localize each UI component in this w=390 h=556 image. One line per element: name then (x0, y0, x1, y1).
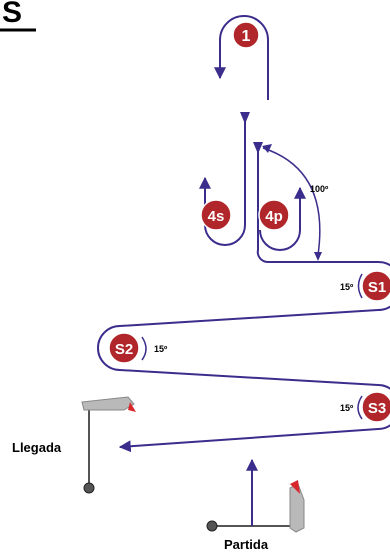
svg-text:4s: 4s (208, 208, 225, 225)
svg-text:S3: S3 (368, 400, 386, 417)
finish-buoy-icon (83, 482, 95, 494)
angle-arc-100 (262, 147, 321, 256)
leg-4p-up (259, 186, 306, 251)
title-fragment: S (2, 0, 22, 29)
finish-line (81, 396, 136, 494)
arrowhead-top-right (253, 142, 263, 154)
angle-arc-s3 (357, 395, 363, 420)
arc-arrowhead-top (262, 144, 272, 153)
leg-s1-rounding (119, 261, 390, 327)
arc-arrowhead-bottom (314, 252, 322, 261)
finish-committee-boat (81, 396, 135, 411)
angle-label-s3: 15º (340, 403, 354, 413)
angle-label-s2: 15º (154, 344, 168, 354)
mark-s3: S3 (361, 391, 390, 423)
finish-flag-icon (128, 402, 136, 412)
svg-text:1: 1 (242, 28, 251, 45)
finish-label: Llegada (12, 440, 62, 455)
start-label: Partida (224, 537, 269, 552)
angle-arc-s1 (357, 273, 363, 299)
angle-label-s1: 15º (340, 282, 354, 292)
svg-text:S2: S2 (115, 341, 133, 358)
start-committee-boat (289, 483, 305, 533)
start-flag-icon (290, 480, 300, 494)
svg-text:4p: 4p (265, 208, 283, 225)
mark-4s: 4s (200, 199, 232, 231)
mark-4p: 4p (258, 199, 290, 231)
arrowhead-top-left (240, 112, 250, 124)
angle-arc-s2 (141, 336, 147, 361)
mark-1: 1 (232, 21, 260, 49)
svg-text:S1: S1 (368, 279, 386, 296)
leg-s2-rounding (97, 325, 379, 386)
mark1-rounding-path (214, 15, 269, 100)
start-line (206, 458, 305, 533)
mark-s2: S2 (108, 332, 140, 364)
angle-label-100: 100º (310, 184, 329, 194)
mark-s1: S1 (361, 270, 390, 302)
leg-s3-rounding (118, 384, 390, 453)
start-buoy-icon (206, 520, 218, 532)
leg-to-gate (199, 118, 246, 247)
leg-gate-4p (256, 145, 378, 264)
